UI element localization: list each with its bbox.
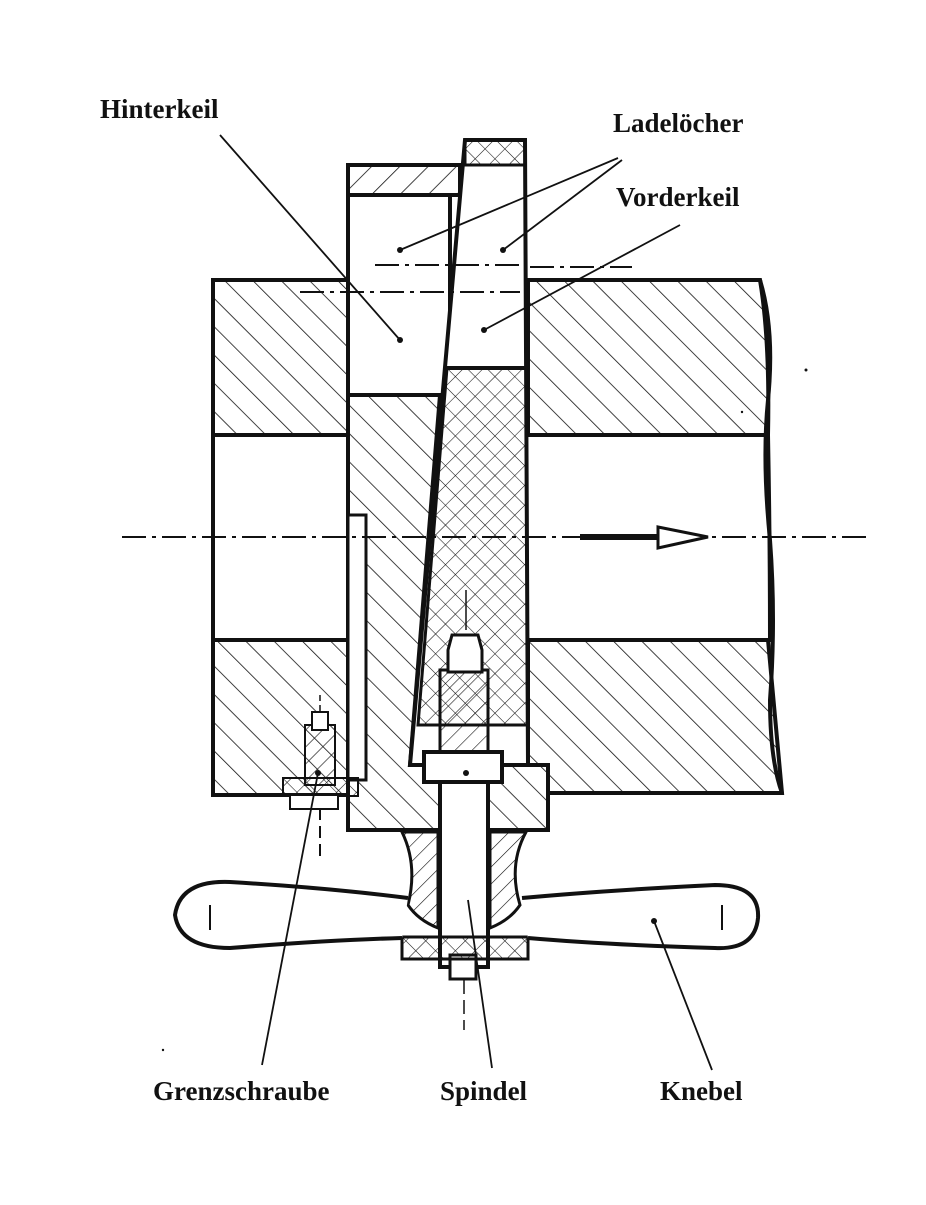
front-wedge (407, 138, 531, 767)
label-spindel: Spindel (440, 1076, 528, 1106)
leader-lines (219, 134, 713, 1071)
center-lines (122, 264, 870, 860)
handle-hub (399, 830, 530, 961)
label-ladeloecher: Ladelöcher (613, 108, 744, 138)
rear-wedge (346, 163, 550, 832)
label-vorderkeil: Vorderkeil (616, 182, 740, 212)
barrel-body (211, 278, 785, 797)
direction-arrow (580, 525, 709, 550)
label-grenzschraube: Grenzschraube (153, 1076, 330, 1106)
limit-screw (282, 513, 368, 810)
label-hinterkeil: Hinterkeil (100, 94, 219, 124)
specks (161, 368, 808, 1052)
label-knebel: Knebel (660, 1076, 743, 1106)
